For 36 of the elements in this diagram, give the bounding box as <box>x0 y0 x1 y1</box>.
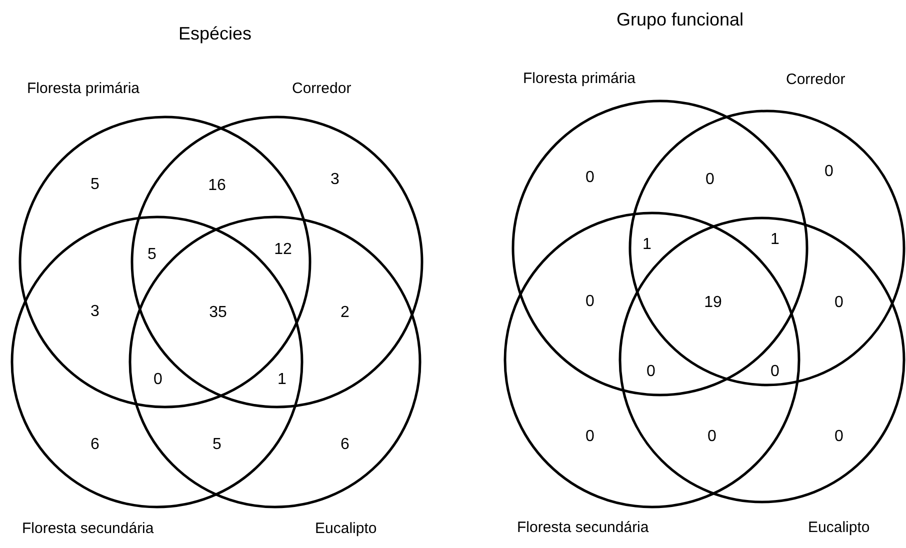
region-count: 0 <box>708 427 716 447</box>
set-label: Floresta secundária <box>22 519 154 539</box>
set-label: Corredor <box>292 79 352 99</box>
region-count: 0 <box>706 170 714 190</box>
region-count: 0 <box>646 362 656 382</box>
region-count: 0 <box>824 162 834 182</box>
region-count: 0 <box>834 427 844 447</box>
set-label: Floresta secundária <box>517 518 649 538</box>
region-count: 2 <box>340 303 350 323</box>
region-count: 5 <box>212 435 222 455</box>
region-count: 3 <box>330 170 340 190</box>
set-label: Eucalipto <box>315 519 377 539</box>
region-count: 3 <box>90 302 100 322</box>
region-count: 0 <box>586 292 594 312</box>
region-count: 19 <box>704 293 722 313</box>
region-count: 35 <box>209 303 227 323</box>
region-count: 6 <box>340 435 350 455</box>
region-count: 0 <box>770 362 780 382</box>
region-count: 0 <box>154 370 162 390</box>
region-count: 5 <box>90 175 100 195</box>
set-label: Eucalipto <box>808 518 870 538</box>
region-count: 12 <box>274 240 292 260</box>
panel-title: Grupo funcional <box>616 8 744 32</box>
region-count: 6 <box>90 435 100 455</box>
region-count: 0 <box>586 168 594 188</box>
region-count: 5 <box>148 245 156 265</box>
set-label: Floresta primária <box>27 79 140 99</box>
panel-title: Espécies <box>178 22 252 46</box>
region-count: 1 <box>278 370 286 390</box>
region-count: 0 <box>586 427 594 447</box>
region-count: 1 <box>770 230 780 250</box>
set-label: Floresta primária <box>523 69 636 89</box>
region-count: 16 <box>208 176 226 196</box>
region-count: 0 <box>834 293 844 313</box>
set-label: Corredor <box>786 70 846 90</box>
region-count: 1 <box>642 235 652 255</box>
